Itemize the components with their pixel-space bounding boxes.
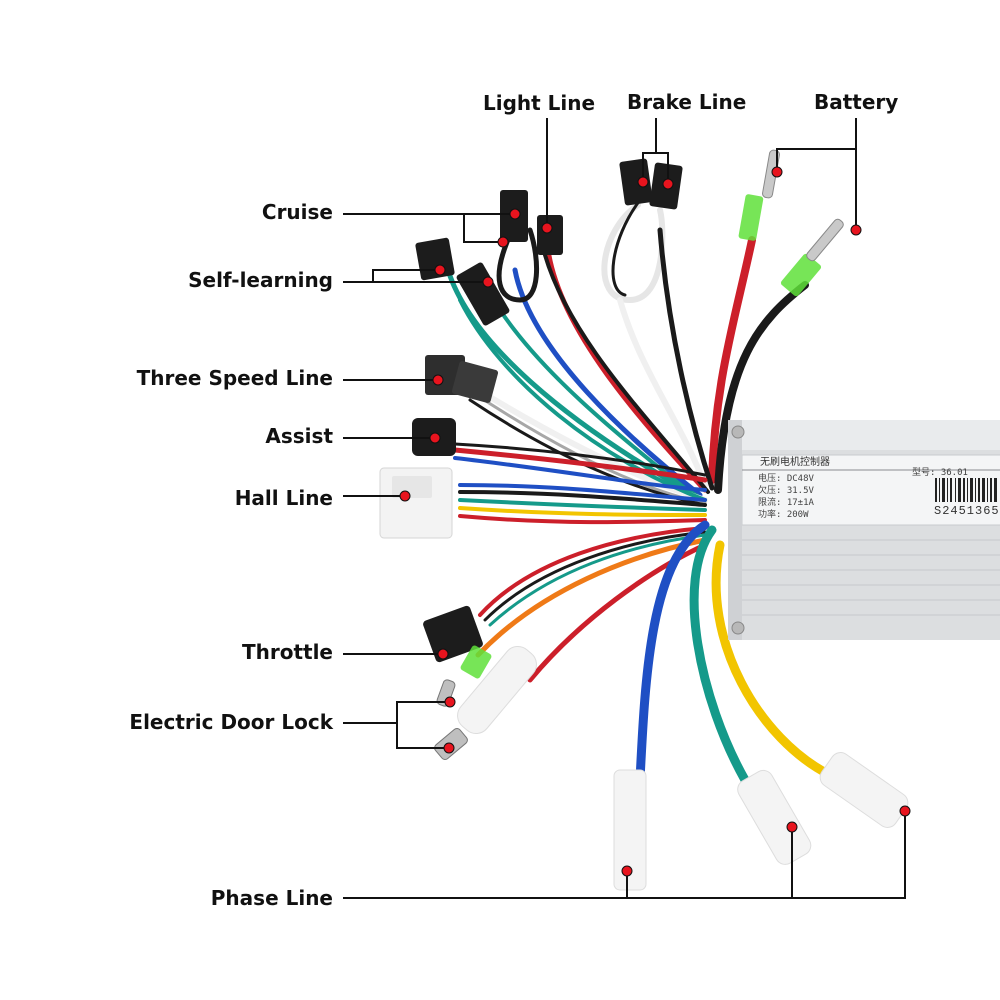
wire-phase-yellow [711, 540, 835, 780]
marker-door-lock-1 [444, 696, 456, 708]
wire-brake-white [601, 202, 666, 304]
wire-battery-red [708, 236, 756, 484]
marker-cruise-1 [509, 208, 521, 220]
marker-battery-2 [850, 224, 862, 236]
controller-spec-current: 限流: 17±1A [758, 498, 814, 508]
marker-door-lock-2 [443, 742, 455, 754]
battery-terminal-2 [780, 218, 844, 297]
wire-brake-to-ctl-black [657, 227, 715, 491]
wire-assist-red [452, 447, 708, 483]
marker-self-learning-1 [434, 264, 446, 276]
wire-brake-black [611, 198, 642, 297]
wire-throttle-green [488, 533, 707, 627]
wire-door-lock-red [527, 542, 708, 683]
wire-black-cruise-loop [496, 227, 540, 303]
wire-assist-black [453, 442, 707, 477]
wire-hall-black [458, 490, 707, 507]
wire-black-light [543, 253, 710, 494]
marker-cruise-2 [497, 236, 509, 248]
wire-hall-yellow [458, 506, 707, 517]
battery-terminal-1 [738, 149, 780, 241]
marker-throttle [437, 648, 449, 660]
leader-lines [343, 118, 906, 899]
leader-self-learning-branch [372, 269, 440, 282]
label-throttle: Throttle [241, 640, 333, 664]
marker-phase-2 [786, 821, 798, 833]
marker-brake-2 [662, 178, 674, 190]
controller-serial: S2451365 [934, 504, 1000, 518]
marker-assist [429, 432, 441, 444]
leader-door-lock-branch [396, 701, 450, 749]
wire-brake-to-ctl-white [617, 297, 708, 488]
hall-connector [379, 467, 453, 539]
wire-hall-green [458, 498, 707, 512]
wire-battery-black [714, 281, 809, 494]
controller-spec-undervoltage: 欠压: 31.5V [758, 486, 814, 496]
controller-model: 型号: 36.01 [912, 468, 968, 478]
wire-throttle-red [478, 526, 707, 617]
three-speed-connector [425, 355, 499, 403]
label-assist: Assist [265, 424, 333, 448]
wire-teal-long [458, 298, 707, 502]
marker-three-speed [432, 374, 444, 386]
wire-phase-blue [635, 520, 710, 785]
wire-assist-blue [453, 456, 707, 492]
marker-light-line [541, 222, 553, 234]
marker-self-learning-2 [482, 276, 494, 288]
self-learning-connector-1 [415, 237, 455, 281]
label-hall-line: Hall Line [234, 486, 333, 510]
light-connector [537, 215, 563, 255]
wire-door-lock-orange [475, 537, 708, 658]
leader-cruise-branch [463, 214, 503, 243]
label-cruise: Cruise [261, 200, 333, 224]
label-self-learning: Self-learning [188, 268, 333, 292]
brake-connector-1 [619, 158, 653, 206]
label-phase-line: Phase Line [210, 886, 333, 910]
door-lock-terminal-1 [436, 645, 492, 707]
marker-battery-1 [771, 166, 783, 178]
marker-phase-3 [899, 805, 911, 817]
phase-bullet-blue [613, 769, 647, 891]
phase-bullet-green [737, 769, 812, 865]
marker-phase-1 [621, 865, 633, 877]
wire-bundle [445, 198, 835, 785]
controller-spec-power: 功率: 200W [758, 510, 809, 520]
marker-brake-1 [637, 176, 649, 188]
phase-bullet-yellow [819, 752, 909, 828]
self-learning-connector-2 [456, 262, 510, 326]
markers [399, 166, 911, 877]
throttle-connector [423, 605, 483, 663]
marker-hall [399, 490, 411, 502]
leader-phase-line [343, 810, 906, 899]
controller-header: 无刷电机控制器 [760, 457, 830, 468]
wire-throttle-black [483, 530, 707, 622]
leader-battery-branch [776, 148, 856, 170]
wire-hall-blue [458, 483, 707, 502]
barcode [935, 478, 997, 502]
leader-brake-line-branch [642, 152, 669, 182]
wire-phase-green [689, 525, 750, 785]
label-three-speed-line: Three Speed Line [136, 366, 333, 390]
label-electric-door-lock: Electric Door Lock [129, 710, 333, 734]
label-brake-line: Brake Line [627, 90, 747, 114]
label-light-line: Light Line [483, 91, 596, 115]
controller-housing [728, 420, 1000, 640]
wire-hall-red [458, 514, 707, 525]
label-battery: Battery [814, 90, 899, 114]
controller-spec-voltage: 电压: DC48V [758, 474, 814, 484]
